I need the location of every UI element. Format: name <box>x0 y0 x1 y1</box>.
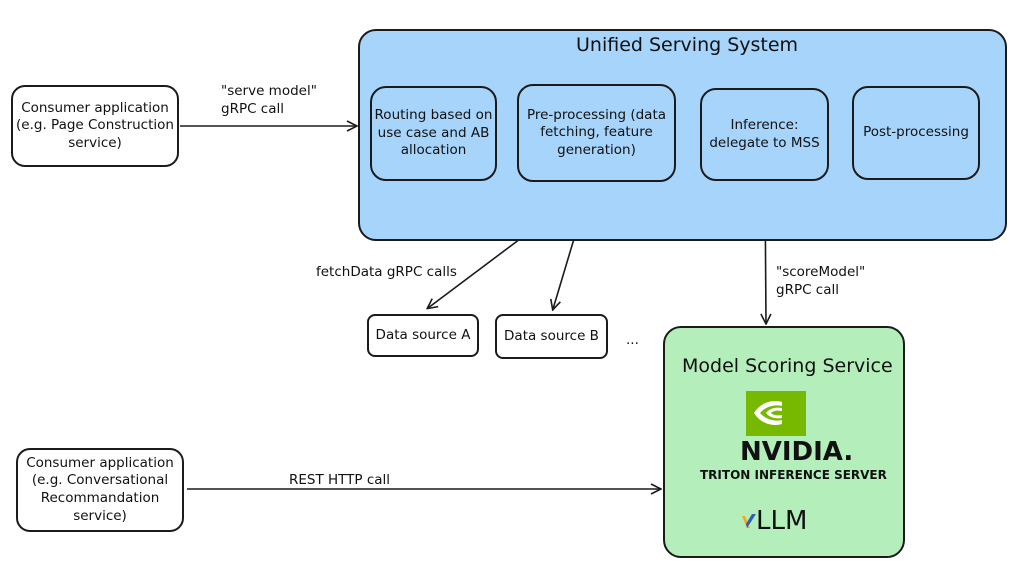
triton-inference-server-label: TRITON INFERENCE SERVER <box>700 468 887 482</box>
inference-line2: delegate to MSS <box>709 134 820 151</box>
more-data-sources-ellipsis: ... <box>626 332 639 348</box>
score-call-line2: gRPC call <box>776 281 840 298</box>
routing-line2: use case and AB <box>377 124 490 141</box>
data-source-b-label: Data source B <box>504 327 599 344</box>
serve-call-line1: "serve model" <box>221 83 317 99</box>
consumer-bottom-line4: service) <box>73 507 127 524</box>
consumer-application-page-construction: Consumer application (e.g. Page Construc… <box>11 85 179 167</box>
mss-title: Model Scoring Service <box>682 355 893 377</box>
fetch-data-calls-label: fetchData gRPC calls <box>316 264 457 280</box>
inference-line1: Inference: <box>730 116 799 133</box>
nvidia-wordmark: NVIDIA. <box>740 437 854 467</box>
serve-model-call-label: "serve model" gRPC call <box>221 83 317 118</box>
consumer-top-line1: Consumer application <box>21 99 169 116</box>
consumer-top-line2: (e.g. Page Construction <box>16 117 174 134</box>
nvidia-logo-icon <box>746 391 806 436</box>
consumer-application-conversational: Consumer application (e.g. Conversationa… <box>16 448 184 532</box>
score-call-line1: "scoreModel" <box>776 264 866 280</box>
inference-stage: Inference: delegate to MSS <box>700 88 829 181</box>
vllm-logo-icon <box>742 514 756 528</box>
model-scoring-service <box>663 326 905 558</box>
preprocessing-line3: generation) <box>557 141 636 158</box>
rest-http-call-label: REST HTTP call <box>289 472 391 488</box>
routing-stage: Routing based on use case and AB allocat… <box>370 86 497 181</box>
serve-call-line2: gRPC call <box>221 100 285 117</box>
vllm-wordmark: LLM <box>756 506 808 536</box>
postprocessing-label: Post-processing <box>863 124 969 141</box>
postprocessing-stage: Post-processing <box>852 86 980 180</box>
data-source-a: Data source A <box>367 314 479 357</box>
preprocessing-line1: Pre-processing (data <box>526 106 667 123</box>
consumer-bottom-line1: Consumer application <box>26 454 174 471</box>
routing-line3: allocation <box>400 142 467 159</box>
consumer-top-line3: service) <box>68 134 122 151</box>
data-source-b: Data source B <box>495 314 608 359</box>
score-model-call-label: "scoreModel" gRPC call <box>776 264 865 299</box>
uss-title: Unified Serving System <box>576 34 799 56</box>
routing-line1: Routing based on <box>374 107 493 124</box>
data-source-a-label: Data source A <box>375 326 471 343</box>
preprocessing-line2: fetching, feature <box>540 124 653 141</box>
consumer-bottom-line3: Recommandation <box>40 490 160 506</box>
preprocessing-stage: Pre-processing (data fetching, feature g… <box>517 84 676 182</box>
consumer-bottom-line2: (e.g. Conversational <box>31 472 169 489</box>
